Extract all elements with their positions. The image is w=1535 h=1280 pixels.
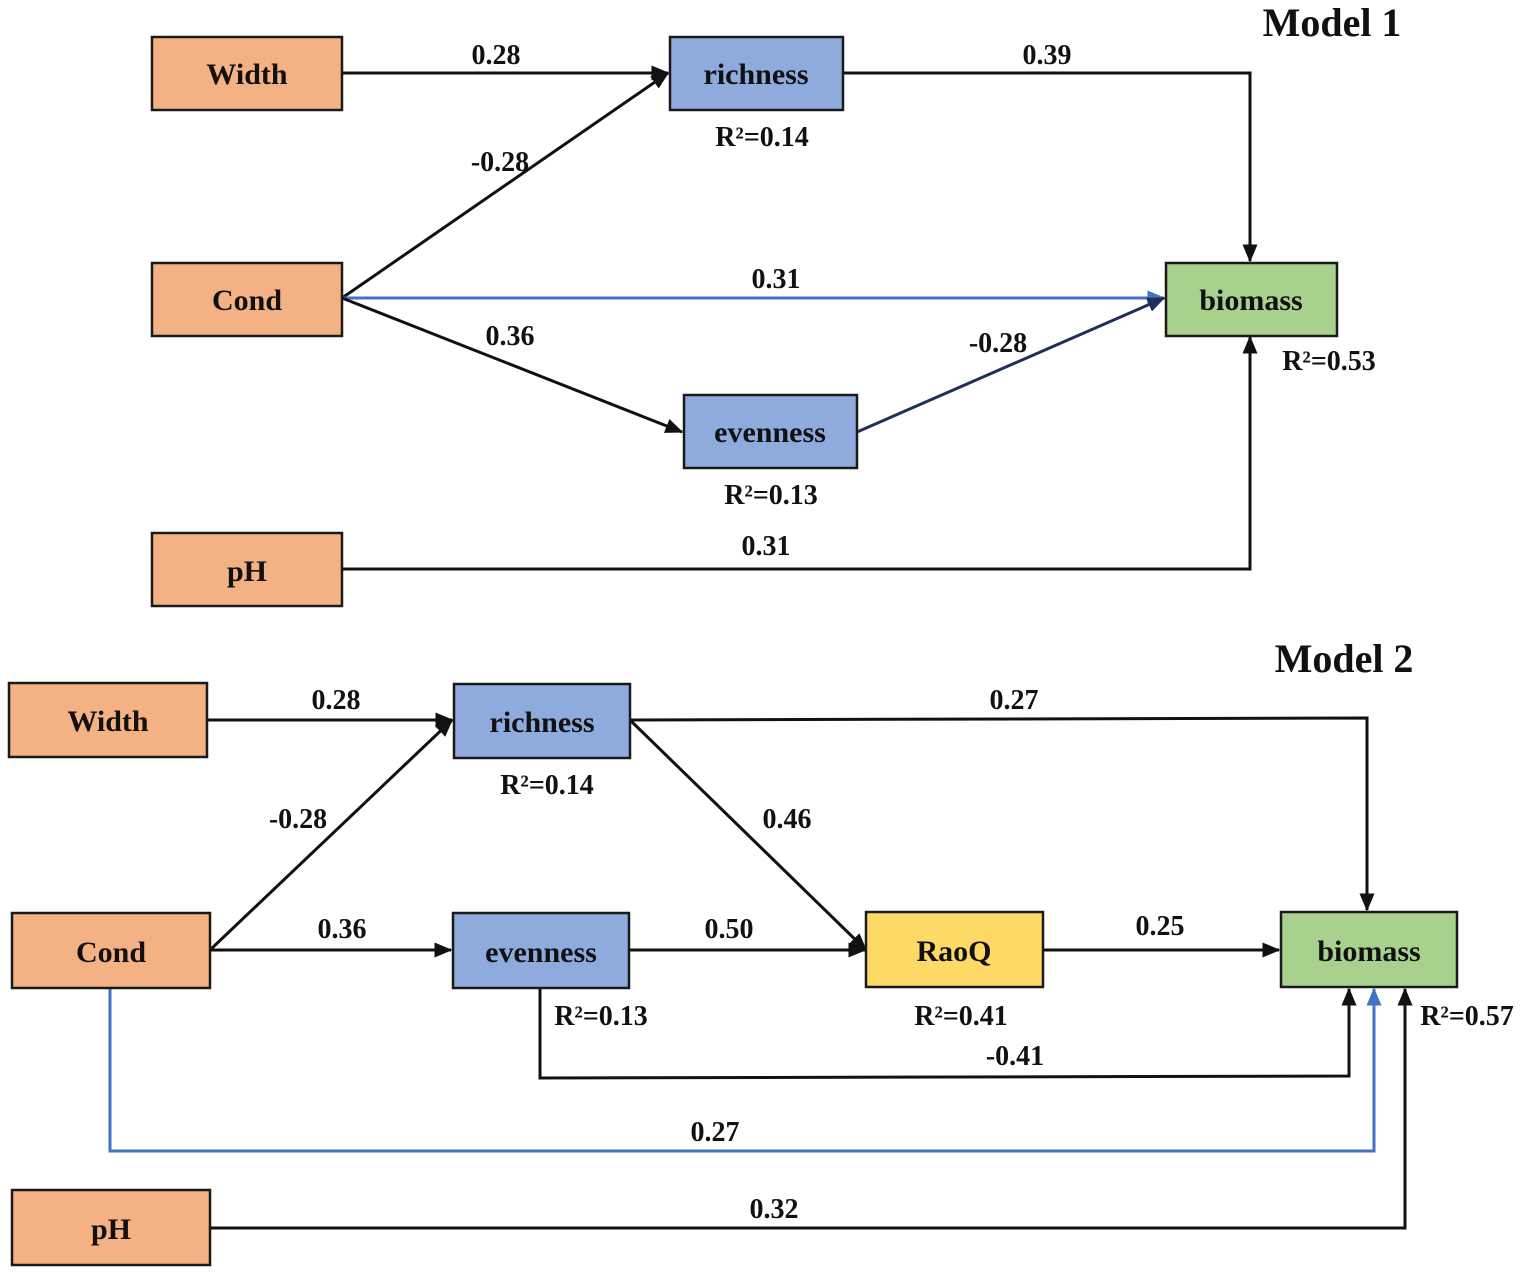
model-2: Model 2 0.28 0.27 -0.28 0.46 0.36 0.50 0…	[7, 636, 1514, 1267]
m2-node-ph: pH	[10, 1188, 212, 1267]
m2-node-evenness-label: evenness	[485, 936, 597, 969]
m1-edge-cond-evenness	[341, 296, 684, 434]
m1-edge-richness-biomass	[843, 71, 1258, 263]
m1-node-width-label: Width	[206, 58, 287, 91]
m1-node-width: Width	[150, 35, 344, 112]
m1-edge-evenness-biomass	[856, 296, 1166, 434]
m1-node-evenness-label: evenness	[714, 416, 826, 449]
m2-label-evenness-biomass: -0.41	[986, 1041, 1044, 1072]
m1-label-cond-evenness: 0.36	[486, 321, 535, 352]
model-1: Model 1 0.28 -0.28 0.31 0.36 -0.28 0.39 …	[150, 0, 1402, 608]
m2-label-richness-raoq: 0.46	[763, 804, 812, 835]
m1-label-evenness-biomass: -0.28	[969, 328, 1027, 359]
m2-edge-richness-raoq	[628, 718, 868, 952]
m2-label-raoq-biomass: 0.25	[1136, 911, 1185, 942]
m2-label-cond-richness: -0.28	[269, 804, 327, 835]
m2-r2-biomass: R²=0.57	[1420, 1001, 1514, 1032]
m1-label-richness-biomass: 0.39	[1023, 40, 1072, 71]
m2-node-cond-label: Cond	[76, 936, 146, 969]
m2-r2-evenness: R²=0.13	[554, 1001, 648, 1032]
m2-node-biomass: biomass	[1279, 910, 1459, 989]
m2-node-richness: richness	[452, 682, 632, 760]
m2-edge-evenness-biomass	[538, 987, 1357, 1080]
m2-node-raoq-label: RaoQ	[917, 935, 992, 968]
m1-node-biomass: biomass	[1164, 261, 1339, 338]
m2-node-raoq: RaoQ	[864, 910, 1045, 989]
m2-label-evenness-raoq: 0.50	[705, 914, 754, 945]
m1-node-ph: pH	[150, 531, 344, 608]
m1-label-ph-biomass: 0.31	[742, 531, 791, 562]
m1-node-cond: Cond	[150, 261, 344, 338]
m2-node-width: Width	[7, 681, 209, 759]
m1-node-ph-label: pH	[227, 555, 267, 588]
m2-node-biomass-label: biomass	[1317, 935, 1420, 968]
m2-label-cond-biomass: 0.27	[691, 1117, 740, 1148]
m1-label-width-richness: 0.28	[472, 40, 521, 71]
m1-node-richness-label: richness	[704, 58, 809, 91]
m2-edge-cond-biomass	[108, 987, 1382, 1153]
m2-label-ph-biomass: 0.32	[750, 1194, 799, 1225]
m2-node-cond: Cond	[10, 911, 212, 990]
model-1-title: Model 1	[1263, 0, 1402, 45]
m1-r2-richness: R²=0.14	[715, 122, 809, 153]
m1-edge-cond-richness	[341, 71, 670, 300]
m2-label-cond-evenness: 0.36	[318, 914, 367, 945]
m1-label-cond-biomass: 0.31	[752, 264, 801, 295]
m1-label-cond-richness: -0.28	[471, 147, 529, 178]
m2-node-evenness: evenness	[451, 911, 631, 990]
m1-edge-ph-biomass	[342, 335, 1258, 571]
m1-node-biomass-label: biomass	[1199, 284, 1302, 317]
m2-label-richness-biomass: 0.27	[990, 685, 1039, 716]
m2-edge-cond-richness	[208, 718, 454, 952]
m2-edge-ph-biomass	[210, 987, 1413, 1230]
m1-node-evenness: evenness	[682, 393, 859, 470]
m2-r2-raoq: R²=0.41	[914, 1001, 1008, 1032]
m2-node-width-label: Width	[67, 705, 148, 738]
m2-edge-richness-biomass	[629, 716, 1375, 912]
m1-r2-evenness: R²=0.13	[724, 480, 818, 511]
model-2-title: Model 2	[1275, 636, 1414, 681]
m1-r2-biomass: R²=0.53	[1282, 346, 1376, 377]
m2-label-width-richness: 0.28	[312, 685, 361, 716]
m2-r2-richness: R²=0.14	[500, 770, 594, 801]
m1-node-cond-label: Cond	[212, 284, 282, 317]
m2-node-richness-label: richness	[490, 706, 595, 739]
m2-node-ph-label: pH	[91, 1213, 131, 1246]
m1-node-richness: richness	[668, 35, 845, 112]
